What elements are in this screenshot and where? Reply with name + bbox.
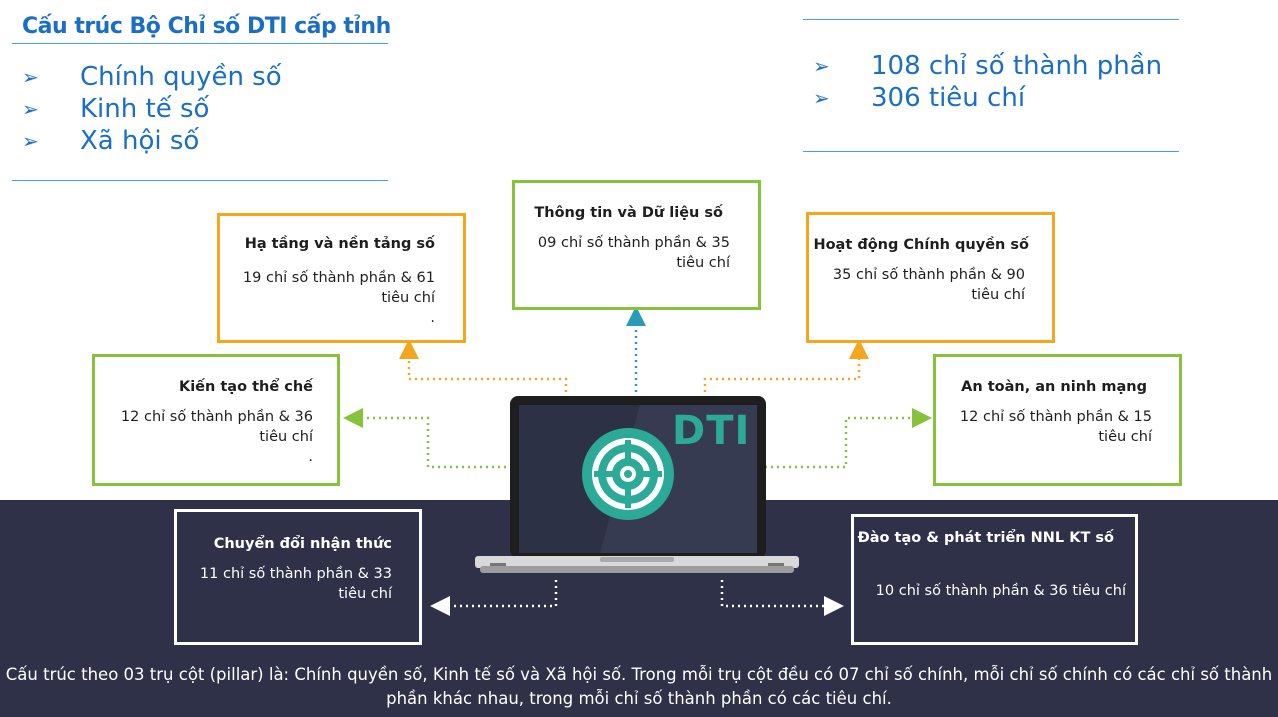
box-line: 09 chỉ số thành phần & 35 [537,235,730,251]
connector-chuyen-doi [430,580,558,616]
box-line: tiêu chí [1098,429,1152,445]
arrow-bullet-icon: ➢ [22,65,39,89]
box-line: tiêu chí [338,586,392,602]
box-title: An toàn, an ninh mạng [961,379,1147,395]
box-dao-tao: Đào tạo & phát triển NNL KT số 10 chỉ số… [851,514,1138,645]
arrow-bullet-icon: ➢ [813,86,830,110]
box-line: 35 chỉ số thành phần & 90 [832,267,1025,283]
arrow-bullet-icon: ➢ [813,54,830,78]
connector-an-toan [765,408,932,469]
divider [12,180,388,181]
box-desc: 12 chỉ số thành phần & 15 tiêu chí [960,407,1152,447]
page-title: Cấu trúc Bộ Chỉ số DTI cấp tỉnh [22,14,391,39]
box-desc: 35 chỉ số thành phần & 90 tiêu chí [833,265,1025,305]
box-line: . [308,449,313,465]
pillar-item: ➢ Xã hội số [22,126,199,156]
box-title: Chuyển đổi nhận thức [213,536,392,552]
total-label: 108 chỉ số thành phần [871,51,1163,81]
box-line: tiêu chí [381,290,435,306]
pillar-item: ➢ Kinh tế số [22,94,209,124]
box-desc: 19 chỉ số thành phần & 61 tiêu chí . [243,268,435,328]
box-line: . [430,310,435,326]
box-title: Kiến tạo thể chế [178,379,313,395]
box-title: Hoạt động Chính quyền số [813,237,1029,253]
divider [12,43,388,44]
pillar-label: Chính quyền số [80,62,282,92]
box-desc: 11 chỉ số thành phần & 33 tiêu chí [200,564,392,604]
total-label: 306 tiêu chí [871,83,1026,113]
arrow-bullet-icon: ➢ [22,97,39,121]
box-desc: 09 chỉ số thành phần & 35 tiêu chí [538,233,730,273]
box-title: Đào tạo & phát triển NNL KT số [857,530,1114,546]
box-title: Thông tin và Dữ liệu số [534,205,723,221]
box-line: 10 chỉ số thành phần & 36 tiêu chí [875,583,1126,599]
gear-icon [582,428,674,520]
box-ha-tang: Hạ tầng và nền tảng số 19 chỉ số thành p… [217,213,466,343]
box-hoat-dong: Hoạt động Chính quyền số 35 chỉ số thành… [806,212,1055,343]
pillar-item: ➢ Chính quyền số [22,62,282,92]
box-chuyen-doi: Chuyển đổi nhận thức 11 chỉ số thành phầ… [174,509,422,645]
connector-ha-tang [399,339,568,398]
connector-dao-tao [720,580,844,616]
total-item: ➢ 108 chỉ số thành phần [813,51,1162,81]
box-line: tiêu chí [676,255,730,271]
box-line: tiêu chí [259,429,313,445]
connector-hoat-dong [703,339,869,398]
box-line: 11 chỉ số thành phần & 33 [199,566,392,582]
box-line: 12 chỉ số thành phần & 36 [120,409,313,425]
box-thong-tin: Thông tin và Dữ liệu số 09 chỉ số thành … [512,180,761,310]
box-line: 19 chỉ số thành phần & 61 [242,270,435,286]
divider [803,19,1179,20]
box-line: tiêu chí [971,287,1025,303]
dti-label: DTI [672,408,751,454]
divider [803,151,1179,152]
box-kien-tao: Kiến tạo thể chế 12 chỉ số thành phần & … [92,354,340,486]
box-line: 12 chỉ số thành phần & 15 [959,409,1152,425]
total-item: ➢ 306 tiêu chí [813,83,1025,113]
pillar-label: Kinh tế số [80,94,210,124]
box-an-toan: An toàn, an ninh mạng 12 chỉ số thành ph… [933,354,1182,486]
caption-text: Cấu trúc theo 03 trụ cột (pillar) là: Ch… [5,665,1273,708]
box-title: Hạ tầng và nền tảng số [244,236,435,252]
box-desc: 12 chỉ số thành phần & 36 tiêu chí . [121,407,313,467]
connector-kien-tao [343,408,512,469]
pillar-label: Xã hội số [80,126,200,156]
arrow-bullet-icon: ➢ [22,129,39,153]
box-desc: 10 chỉ số thành phần & 36 tiêu chí [876,581,1126,601]
